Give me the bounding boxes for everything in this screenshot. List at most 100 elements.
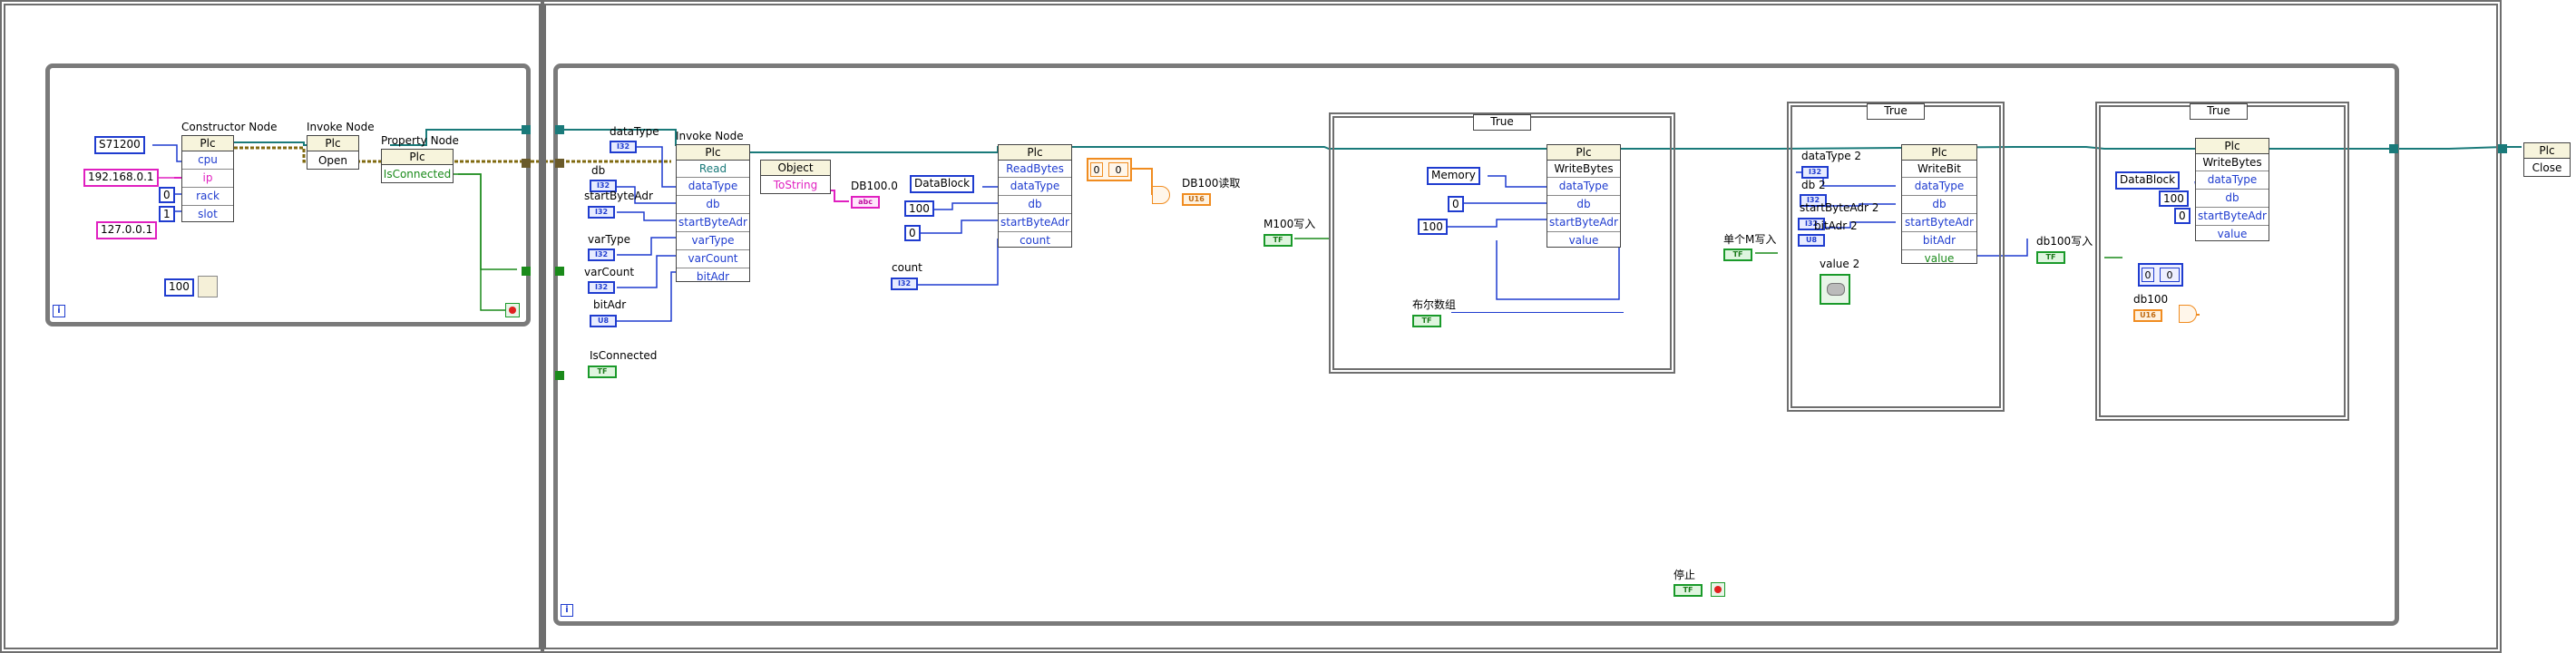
- memory-constant[interactable]: Memory: [1427, 167, 1480, 185]
- case1-writebytes-class: Plc: [1547, 145, 1620, 161]
- case1-start-constant[interactable]: 100: [1418, 219, 1448, 235]
- case-structure-m100[interactable]: [1329, 112, 1675, 374]
- readbytes-terminal-count: count: [1020, 234, 1050, 247]
- datatype2-label: dataType 2: [1801, 150, 1862, 162]
- case3-array-index[interactable]: 0: [2142, 268, 2154, 282]
- case3-writebytes-class: Plc: [2196, 139, 2269, 154]
- readbytes-terminal-datatype: dataType: [999, 178, 1071, 196]
- writebit-node[interactable]: Plc WriteBit dataType db startByteAdr bi…: [1901, 144, 1977, 265]
- close-node-method: Close: [2532, 161, 2562, 174]
- ip-address-constant-2[interactable]: 127.0.0.1: [96, 221, 158, 239]
- db100-0-label: DB100.0: [851, 180, 898, 192]
- constructor-terminal-slot: slot: [198, 208, 218, 220]
- property-isconnected: IsConnected: [383, 168, 452, 180]
- wait-ms-constant[interactable]: 100: [164, 278, 194, 297]
- bitadr2-control[interactable]: U8: [1798, 234, 1825, 247]
- case3-build-array-icon[interactable]: [2179, 305, 2197, 323]
- invoke-node-open-method: Open: [317, 154, 348, 167]
- writebit-class: Plc: [1902, 145, 1976, 161]
- case1-db-constant[interactable]: 0: [1448, 196, 1464, 212]
- db-control[interactable]: I32: [590, 180, 617, 192]
- case3-datablock-constant[interactable]: DataBlock: [2115, 171, 2181, 190]
- single-m-write-label: 单个M写入: [1723, 233, 1777, 246]
- db2-label: db 2: [1801, 179, 1826, 191]
- writebit-method: WriteBit: [1902, 161, 1976, 178]
- object-class: Object: [761, 161, 830, 176]
- right-loop-stop-icon[interactable]: [1711, 582, 1725, 597]
- readbytes-method: ReadBytes: [999, 161, 1071, 178]
- bool-tunnel-in-2: [555, 371, 564, 380]
- db-label: db: [591, 164, 606, 177]
- loop-stop-icon[interactable]: [505, 303, 520, 317]
- case3-db-constant[interactable]: 100: [2159, 190, 2189, 207]
- startbyteadr2-control[interactable]: I32: [1798, 218, 1825, 230]
- property-node[interactable]: Plc IsConnected: [381, 149, 454, 183]
- loop-iteration-terminal: i: [53, 305, 65, 317]
- case1-terminal-db: db: [1547, 196, 1620, 214]
- db100-array-indicator: 0 0: [1087, 158, 1132, 181]
- property-node-class: Plc: [382, 150, 453, 165]
- while-loop-right[interactable]: [553, 63, 2399, 626]
- case3-start-constant[interactable]: 0: [2174, 208, 2191, 224]
- case1-writebytes-node[interactable]: Plc WriteBytes dataType db startByteAdr …: [1547, 144, 1621, 248]
- datatype2-control[interactable]: I32: [1801, 166, 1829, 179]
- db-100-constant[interactable]: 100: [904, 200, 934, 217]
- case-selector-db100[interactable]: True: [2190, 103, 2248, 120]
- db100-control[interactable]: U16: [2133, 309, 2162, 322]
- value2-toggle-switch[interactable]: [1820, 274, 1850, 305]
- refnum-tunnel-left: [522, 125, 531, 134]
- vartype-control[interactable]: I32: [588, 249, 615, 261]
- invoke-read-class: Plc: [677, 145, 749, 161]
- case3-array-element[interactable]: 0: [2160, 268, 2180, 282]
- invoke-read-method: Read: [677, 161, 749, 178]
- varcount-label: varCount: [584, 266, 635, 278]
- case1-writebytes-method: WriteBytes: [1547, 161, 1620, 178]
- case-selector-m100[interactable]: True: [1473, 114, 1531, 131]
- invoke-node-open[interactable]: Plc Open: [307, 135, 359, 170]
- bitadr-control[interactable]: U8: [590, 315, 617, 327]
- single-m-write-control[interactable]: TF: [1723, 249, 1752, 261]
- constructor-terminal-rack: rack: [182, 188, 233, 206]
- db100-write-label: db100写入: [2036, 235, 2093, 248]
- array-index[interactable]: 0: [1090, 162, 1103, 177]
- invoke-read-label: Invoke Node: [676, 130, 744, 142]
- count-control[interactable]: I32: [891, 278, 918, 290]
- writebit-terminal-datatype: dataType: [1902, 178, 1976, 196]
- varcount-control[interactable]: I32: [588, 281, 615, 294]
- cpu-type-constant[interactable]: S71200: [94, 136, 145, 154]
- db2-control[interactable]: I32: [1800, 194, 1827, 207]
- stop-button-control[interactable]: TF: [1673, 584, 1703, 597]
- startbyteadr-control[interactable]: I32: [588, 206, 615, 219]
- constructor-node[interactable]: Plc cpu ip rack slot: [181, 135, 234, 222]
- datatype-control[interactable]: I32: [610, 141, 637, 153]
- object-tostring-node[interactable]: Object ToString: [760, 160, 831, 194]
- case3-terminal-value: value: [2217, 228, 2248, 240]
- wait-timer-icon[interactable]: [198, 276, 218, 297]
- constructor-terminal-cpu: cpu: [182, 151, 233, 170]
- bitadr2-label: bitAdr 2: [1814, 219, 1858, 232]
- readbytes-node[interactable]: Plc ReadBytes dataType db startByteAdr c…: [998, 144, 1072, 248]
- loop-iteration-terminal-2: i: [561, 604, 573, 617]
- close-node-class: Plc: [2524, 143, 2570, 159]
- ip-address-constant[interactable]: 192.168.0.1: [83, 169, 159, 187]
- m100-write-control[interactable]: TF: [1264, 234, 1293, 247]
- case1-terminal-startbyteadr: startByteAdr: [1547, 214, 1620, 232]
- writebit-terminal-value: value: [1924, 252, 1955, 265]
- case3-array-constant[interactable]: 0 0: [2138, 263, 2183, 287]
- close-node[interactable]: Plc Close: [2523, 142, 2571, 177]
- db100-write-control[interactable]: TF: [2036, 251, 2065, 264]
- build-array-icon[interactable]: [1152, 186, 1170, 204]
- slot-constant[interactable]: 1: [159, 206, 175, 222]
- refnum-tunnel-sequence: [2498, 144, 2507, 153]
- case3-writebytes-node[interactable]: Plc WriteBytes dataType db startByteAdr …: [2195, 138, 2269, 241]
- datablock-constant[interactable]: DataBlock: [910, 175, 975, 193]
- start-0-constant[interactable]: 0: [904, 225, 921, 241]
- bool-array-control[interactable]: TF: [1412, 315, 1441, 327]
- writebit-terminal-startbyteadr: startByteAdr: [1902, 214, 1976, 232]
- invoke-node-read[interactable]: Plc Read dataType db startByteAdr varTyp…: [676, 144, 750, 283]
- rack-constant[interactable]: 0: [159, 187, 175, 203]
- case-selector-writebit[interactable]: True: [1867, 103, 1925, 120]
- error-tunnel-in: [555, 159, 564, 168]
- case3-writebytes-method: WriteBytes: [2196, 154, 2269, 171]
- while-loop-left[interactable]: [45, 63, 531, 326]
